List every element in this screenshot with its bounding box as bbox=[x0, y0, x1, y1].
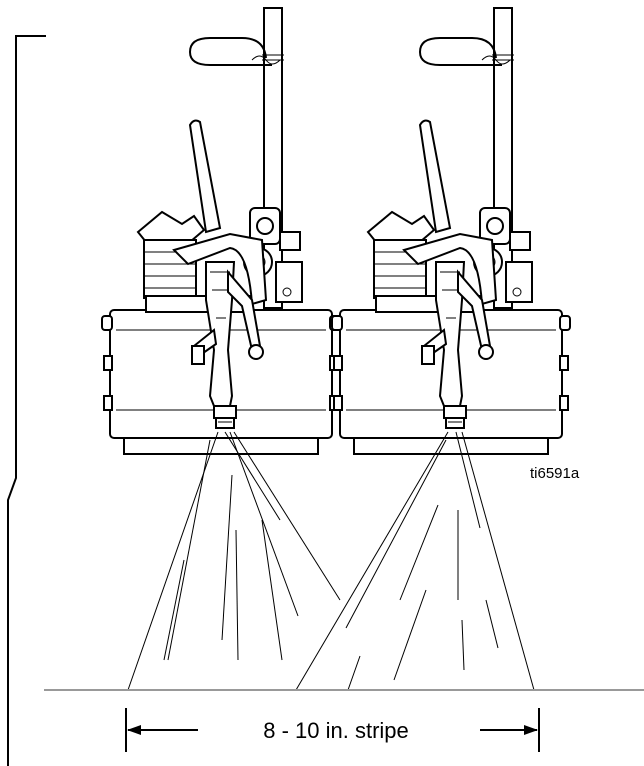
dimension-label: 8 - 10 in. stripe bbox=[263, 718, 409, 743]
spray-fan-left bbox=[127, 431, 341, 691]
spray-gun-assembly-right bbox=[331, 7, 571, 455]
spray-fan-right bbox=[295, 431, 535, 691]
frame-line bbox=[7, 35, 46, 766]
figure-id-label: ti6591a bbox=[530, 465, 580, 482]
spray-gun-assembly-left bbox=[101, 7, 341, 455]
stripe-width-dimension: 8 - 10 in. stripe bbox=[125, 708, 540, 752]
